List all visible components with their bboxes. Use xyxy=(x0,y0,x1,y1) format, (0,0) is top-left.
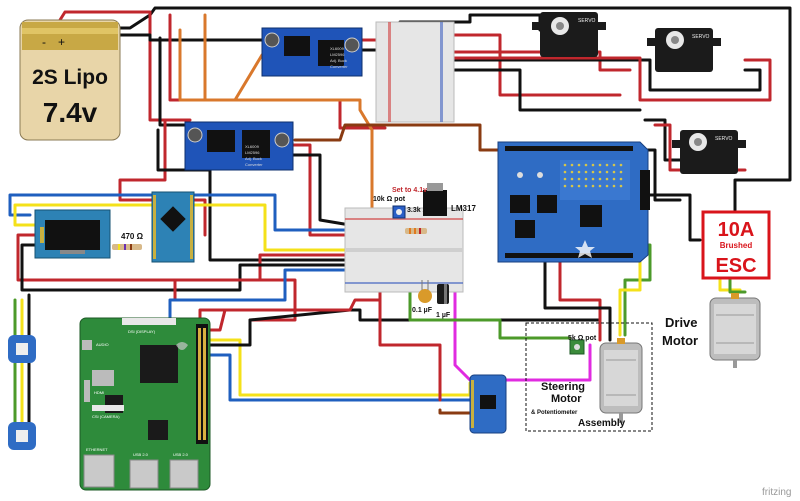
pi-hdmi-label: HDMI xyxy=(94,390,104,395)
trimmer-pot-10k xyxy=(392,205,406,219)
battery-label-line2: 7.4v xyxy=(43,97,98,128)
wire-yellow-pi xyxy=(208,338,472,397)
servo-1: SERVO xyxy=(532,12,606,57)
wire-red-oled xyxy=(16,233,352,282)
steering-pot xyxy=(569,339,585,355)
steering-assembly: 5k Ω pot Steering Motor & Potentiometer … xyxy=(525,322,653,432)
wire-black-pi xyxy=(208,308,602,347)
wire-blue-oled xyxy=(8,193,352,232)
wire-red-steer xyxy=(558,258,602,342)
pot-10k-label: 10k Ω pot xyxy=(373,196,406,203)
wire-green-pot xyxy=(408,248,572,340)
wire-red-ads xyxy=(378,288,442,402)
pi-audio-label: AUDIO xyxy=(96,342,109,347)
wire-black-oled xyxy=(20,243,352,292)
pi-camera-label: CSI (CAMERA) xyxy=(92,414,120,419)
steering-pot-label: 5k Ω pot xyxy=(568,335,597,342)
wire-red-top xyxy=(58,10,192,122)
wire-black-steer xyxy=(543,260,612,342)
buck1-text1: XL6009 xyxy=(330,46,345,51)
capacitor-1uf-label: 1 µF xyxy=(436,312,451,319)
pi-ethernet-label: ETHERNET xyxy=(86,447,108,452)
buck-converter-2: XL6009 LM2596 Adj. Buck Converter xyxy=(184,121,294,171)
wire-magenta xyxy=(453,268,592,382)
wire-red-buck2 xyxy=(291,143,352,237)
buck2-text1: XL6009 xyxy=(245,144,260,149)
wire-yellow-esc xyxy=(718,276,742,292)
pi-usb1-label: USB 2.0 xyxy=(133,452,149,457)
wire-black-shield-esc xyxy=(638,193,702,242)
capacitor-0-1uf-label: 0.1 µF xyxy=(412,307,433,314)
wire-yellow-steer xyxy=(598,248,642,337)
servo2-label: SERVO xyxy=(692,34,710,40)
pi-dsi-label: DSI (DISPLAY) xyxy=(128,329,156,334)
neopixel-led-1 xyxy=(8,335,36,363)
wire-brown-1 xyxy=(293,123,502,152)
wire-red-servo2 xyxy=(428,56,772,102)
capacitor-0-1uf xyxy=(418,280,432,303)
wire-black-buck2 xyxy=(291,153,352,227)
wire-yellow-oled xyxy=(13,203,352,252)
breadboard-center xyxy=(344,207,464,293)
battery-minus: - xyxy=(42,35,46,49)
wire-black-servo2 xyxy=(438,58,762,92)
steering-label-line3: & Potentiometer xyxy=(531,410,578,416)
buck1-text4: Converter xyxy=(330,64,348,69)
wire-red-pi xyxy=(173,278,297,322)
drive-motor-line1: Drive xyxy=(665,315,698,330)
battery-2s-lipo: - + 2S Lipo 7.4v xyxy=(19,19,121,141)
wire-green-esc xyxy=(728,276,747,294)
neopixel-led-2 xyxy=(8,422,36,450)
lm317-regulator: LM317 xyxy=(423,183,476,216)
wire-blue-pi2 xyxy=(203,353,472,402)
steering-label-line1: Steering xyxy=(541,381,585,393)
resistor-470 xyxy=(112,244,142,250)
steering-motor xyxy=(599,338,643,423)
esc-line3: ESC xyxy=(715,255,756,277)
adc-board xyxy=(469,374,507,434)
buck2-text3: Adj. Buck xyxy=(245,156,262,161)
esc-line2: Brushed xyxy=(720,241,753,250)
wire-black-top xyxy=(93,6,792,212)
servo3-label: SERVO xyxy=(715,136,733,142)
buck2-text2: LM2596 xyxy=(245,150,260,155)
lm317-label: LM317 xyxy=(451,204,476,213)
resistor-3k3-label: 3.3k Ω xyxy=(407,207,429,214)
servo-3: SERVO xyxy=(672,130,746,174)
battery-label-line1: 2S Lipo xyxy=(32,66,108,89)
raspberry-pi: DSI (DISPLAY) CSI (CAMERA) ETHERNET USB … xyxy=(79,317,211,491)
wire-red-servo-bus xyxy=(418,50,632,72)
capacitor-1uf xyxy=(437,284,449,304)
drive-motor xyxy=(709,293,761,368)
esc-line1: 10A xyxy=(718,219,755,241)
set-voltage-label: Set to 4.1v xyxy=(392,187,427,194)
wire-black-battery xyxy=(108,33,264,42)
buck2-text4: Converter xyxy=(245,162,263,167)
steering-label-line4: Assembly xyxy=(578,418,626,429)
breadboard-top xyxy=(375,21,455,123)
wire-black-servo3 xyxy=(643,118,682,162)
arduino-pro-mini xyxy=(151,191,195,263)
resistor-3k3 xyxy=(405,228,427,234)
buck1-text2: LM2596 xyxy=(330,52,345,57)
servo1-label: SERVO xyxy=(578,18,596,24)
motor-shield xyxy=(497,141,650,263)
servo-2: SERVO xyxy=(647,28,721,72)
wire-red-pi2 xyxy=(198,298,382,322)
buck-converter-1: XL6009 LM2596 Adj. Buck Converter xyxy=(261,27,363,77)
oled-display xyxy=(34,209,111,259)
wire-black-buck1 xyxy=(158,36,192,127)
resistor-470-label: 470 Ω xyxy=(121,232,144,241)
steering-label-line2: Motor xyxy=(551,393,582,405)
drive-motor-line2: Motor xyxy=(662,333,698,348)
fritzing-brand: fritzing xyxy=(762,487,791,498)
pi-usb2-label: USB 2.0 xyxy=(173,452,189,457)
wire-blue-pi xyxy=(168,268,357,332)
esc-brushed: 10A Brushed ESC xyxy=(701,210,771,280)
battery-plus: + xyxy=(58,35,65,49)
buck1-text3: Adj. Buck xyxy=(330,58,347,63)
